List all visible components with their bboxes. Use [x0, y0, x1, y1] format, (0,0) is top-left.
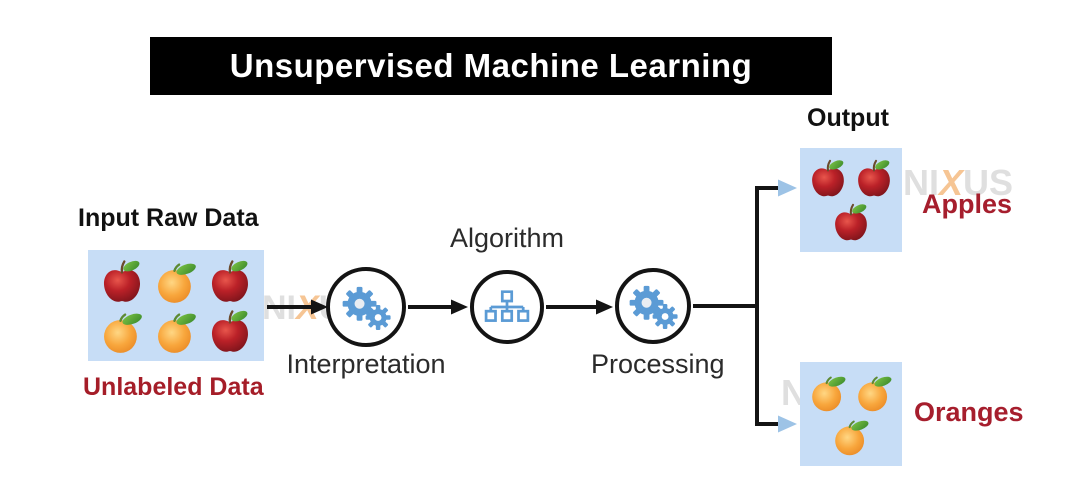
apple-icon: [805, 156, 851, 200]
oranges-output-box: [800, 362, 902, 466]
orange-icon: [95, 306, 149, 356]
hierarchy-icon: [484, 290, 530, 324]
algorithm-node: [470, 270, 544, 344]
page-title: Unsupervised Machine Learning: [229, 47, 753, 84]
apple-icon: [828, 200, 874, 244]
unlabeled-data-caption: Unlabeled Data: [83, 373, 264, 401]
gears-icon: [337, 281, 395, 333]
title-banner: Unsupervised Machine Learning: [150, 37, 832, 95]
input-heading: Input Raw Data: [78, 204, 259, 232]
apple-icon: [203, 256, 257, 306]
apples-label: Apples: [922, 189, 1013, 219]
gears-icon: [624, 280, 682, 332]
interpretation-label: Interpretation: [286, 349, 446, 379]
input-raw-data-box: [88, 250, 264, 361]
processing-label: Processing: [591, 349, 725, 379]
apple-icon: [851, 156, 897, 200]
output-heading: Output: [807, 104, 889, 132]
orange-icon: [828, 414, 874, 458]
apple-icon: [203, 306, 257, 356]
arrowhead-blue-to-apples: [778, 179, 797, 197]
orange-icon: [149, 306, 203, 356]
orange-icon: [149, 256, 203, 306]
arrowhead-black: [451, 299, 468, 315]
apples-output-box: [800, 148, 902, 252]
oranges-label: Oranges: [914, 397, 1024, 427]
arrowhead-blue-to-oranges: [778, 415, 797, 433]
interpretation-node: [326, 267, 406, 347]
arrowhead-black: [596, 299, 613, 315]
processing-node: [615, 268, 691, 344]
algorithm-label: Algorithm: [449, 223, 565, 253]
orange-icon: [851, 370, 897, 414]
orange-icon: [805, 370, 851, 414]
apple-icon: [95, 256, 149, 306]
